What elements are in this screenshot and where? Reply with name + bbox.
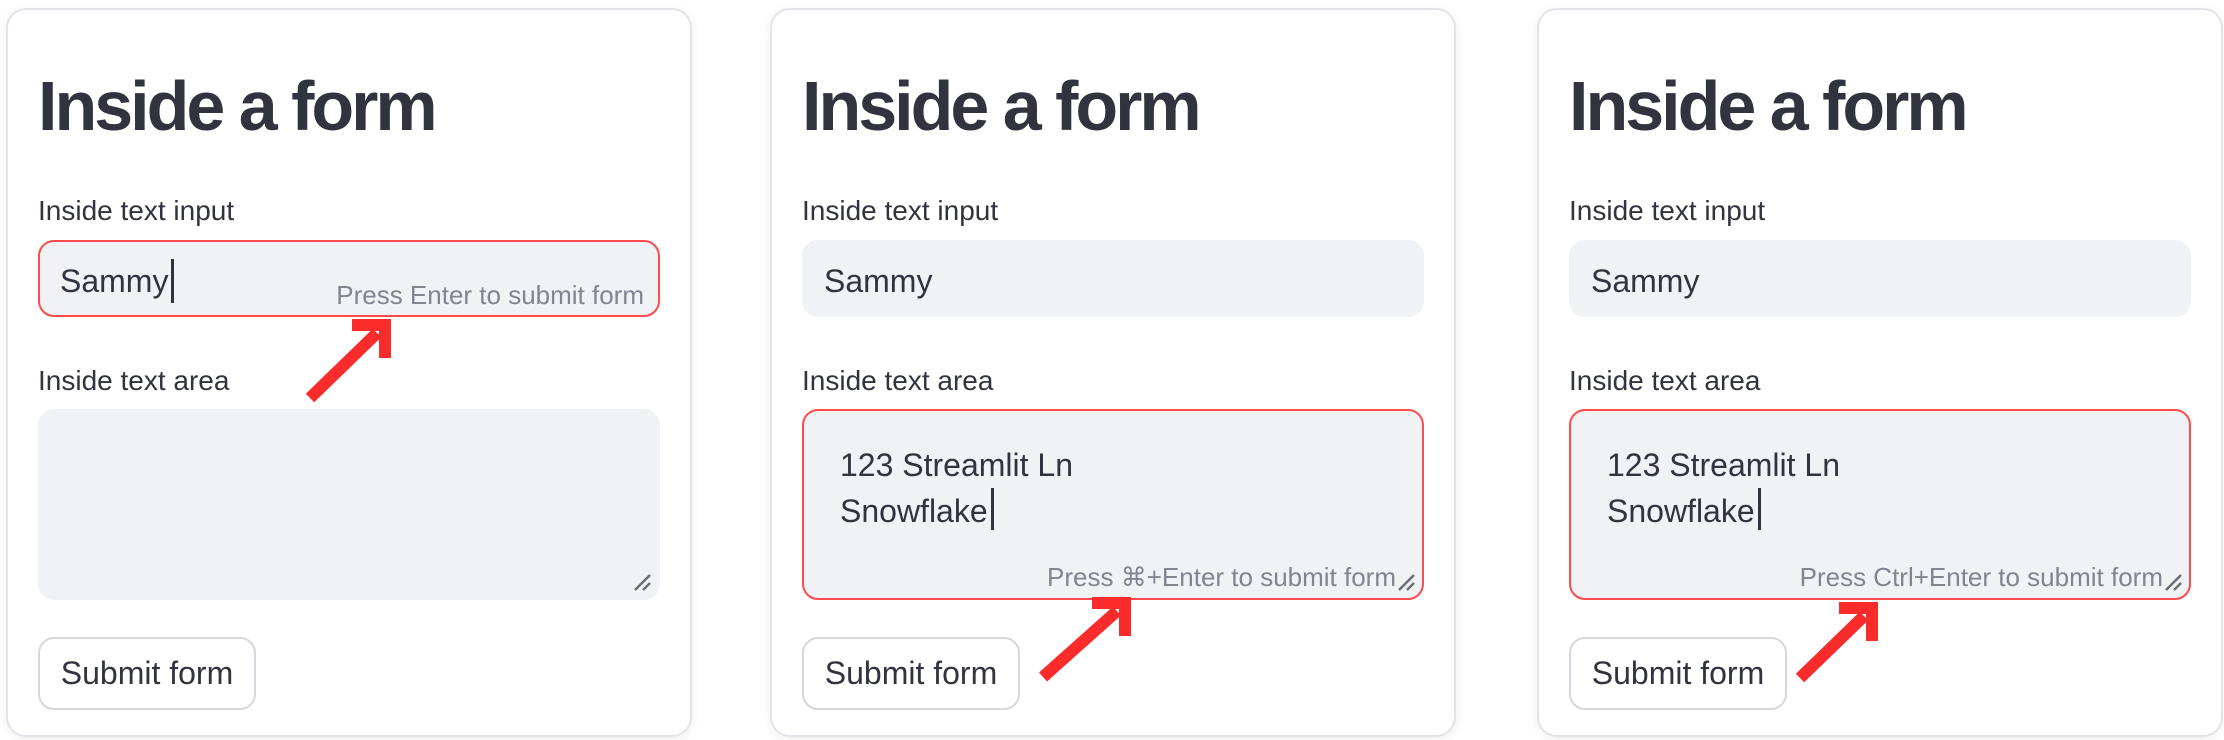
text-input-field[interactable]: Sammy Press Enter to submit form	[38, 240, 660, 317]
page-title: Inside a form	[802, 67, 1202, 145]
text-input-field[interactable]: Sammy	[802, 240, 1424, 317]
submit-form-button[interactable]: Submit form	[1569, 637, 1787, 710]
text-area-field[interactable]	[38, 409, 660, 600]
text-area-field[interactable]: 123 Streamlit Ln Snowflake Press Ctrl+En…	[1569, 409, 2191, 600]
text-area-label: Inside text area	[1569, 365, 1761, 396]
text-area-line: Snowflake	[840, 493, 988, 529]
text-area-line: 123 Streamlit Ln	[840, 447, 1074, 483]
text-input-label: Inside text input	[802, 195, 999, 226]
submit-hint: Press ⌘+Enter to submit form	[1047, 562, 1396, 592]
text-input-label: Inside text input	[1569, 195, 1766, 226]
form-card-cmd-enter: Inside a form Inside text input Sammy In…	[770, 8, 1456, 737]
text-cursor	[1757, 488, 1761, 530]
page-title: Inside a form	[1569, 67, 1969, 145]
text-area-line: 123 Streamlit Ln	[1607, 447, 1841, 483]
text-input-value: Sammy	[60, 262, 169, 299]
text-input-value: Sammy	[824, 262, 933, 299]
submit-form-button[interactable]: Submit form	[802, 637, 1020, 710]
form-card-ctrl-enter: Inside a form Inside text input Sammy In…	[1537, 8, 2223, 737]
form-card-enter: Inside a form Inside text input Sammy Pr…	[6, 8, 692, 737]
text-input-field[interactable]: Sammy	[1569, 240, 2191, 317]
text-cursor	[990, 488, 994, 530]
text-input-value: Sammy	[1591, 262, 1700, 299]
resize-handle-icon[interactable]	[2162, 571, 2184, 593]
submit-form-button[interactable]: Submit form	[38, 637, 256, 710]
text-area-label: Inside text area	[38, 365, 230, 396]
resize-handle-icon[interactable]	[1395, 571, 1417, 593]
resize-handle-icon[interactable]	[631, 571, 653, 593]
submit-hint: Press Enter to submit form	[336, 280, 644, 310]
submit-hint: Press Ctrl+Enter to submit form	[1799, 562, 2163, 592]
text-area-line: Snowflake	[1607, 493, 1755, 529]
text-area-label: Inside text area	[802, 365, 994, 396]
text-area-field[interactable]: 123 Streamlit Ln Snowflake Press ⌘+Enter…	[802, 409, 1424, 600]
page-title: Inside a form	[38, 67, 438, 145]
text-input-label: Inside text input	[38, 195, 235, 226]
text-cursor	[171, 259, 175, 303]
